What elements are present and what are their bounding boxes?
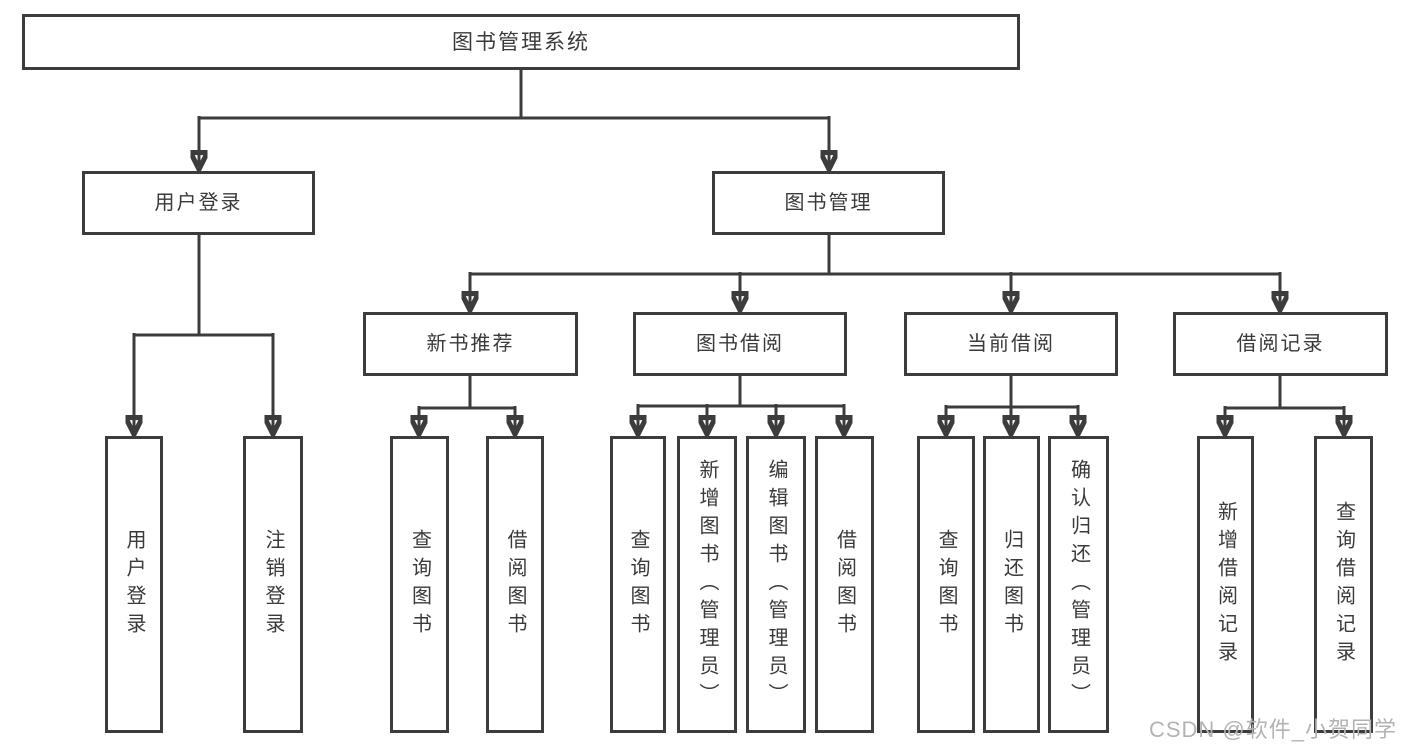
leaf-newbook-borrow-book: 借阅图书 xyxy=(486,436,544,733)
connectors-current-borrow-children xyxy=(946,376,1078,433)
connectors-root-to-level2 xyxy=(199,69,829,168)
connectors-book-management-to-level3 xyxy=(470,235,1280,309)
node-user-login: 用户登录 xyxy=(82,171,315,235)
node-book-borrowing: 图书借阅 xyxy=(633,312,847,376)
connectors-user-login-children xyxy=(134,235,273,433)
leaf-borrow-borrow-book: 借阅图书 xyxy=(815,436,874,733)
leaf-borrow-add-book-admin: 新增图书（管理员） xyxy=(677,436,737,733)
csdn-watermark: CSDN @软件_小贺同学 xyxy=(1148,717,1397,742)
leaf-current-return-book: 归还图书 xyxy=(983,436,1040,733)
node-library-management-system: 图书管理系统 xyxy=(22,14,1020,70)
node-new-book-recommendation: 新书推荐 xyxy=(363,312,578,376)
leaf-borrow-query-book: 查询图书 xyxy=(610,436,666,733)
node-current-borrowing: 当前借阅 xyxy=(904,312,1118,376)
connectors-new-book-children xyxy=(419,376,515,433)
leaf-logout-login: 注销登录 xyxy=(243,436,303,733)
leaf-current-query-book: 查询图书 xyxy=(917,436,975,733)
connectors-book-borrow-children xyxy=(638,376,844,433)
node-book-management: 图书管理 xyxy=(712,171,945,235)
connectors-borrow-record-children xyxy=(1225,376,1344,433)
leaf-user-login: 用户登录 xyxy=(105,436,163,733)
leaf-record-add-borrow-record: 新增借阅记录 xyxy=(1197,436,1254,733)
leaf-record-query-borrow-record: 查询借阅记录 xyxy=(1314,436,1373,733)
leaf-newbook-query-book: 查询图书 xyxy=(390,436,449,733)
node-borrowing-records: 借阅记录 xyxy=(1173,312,1388,376)
leaf-borrow-edit-book-admin: 编辑图书（管理员） xyxy=(746,436,806,733)
leaf-current-confirm-return-admin: 确认归还（管理员） xyxy=(1048,436,1109,733)
